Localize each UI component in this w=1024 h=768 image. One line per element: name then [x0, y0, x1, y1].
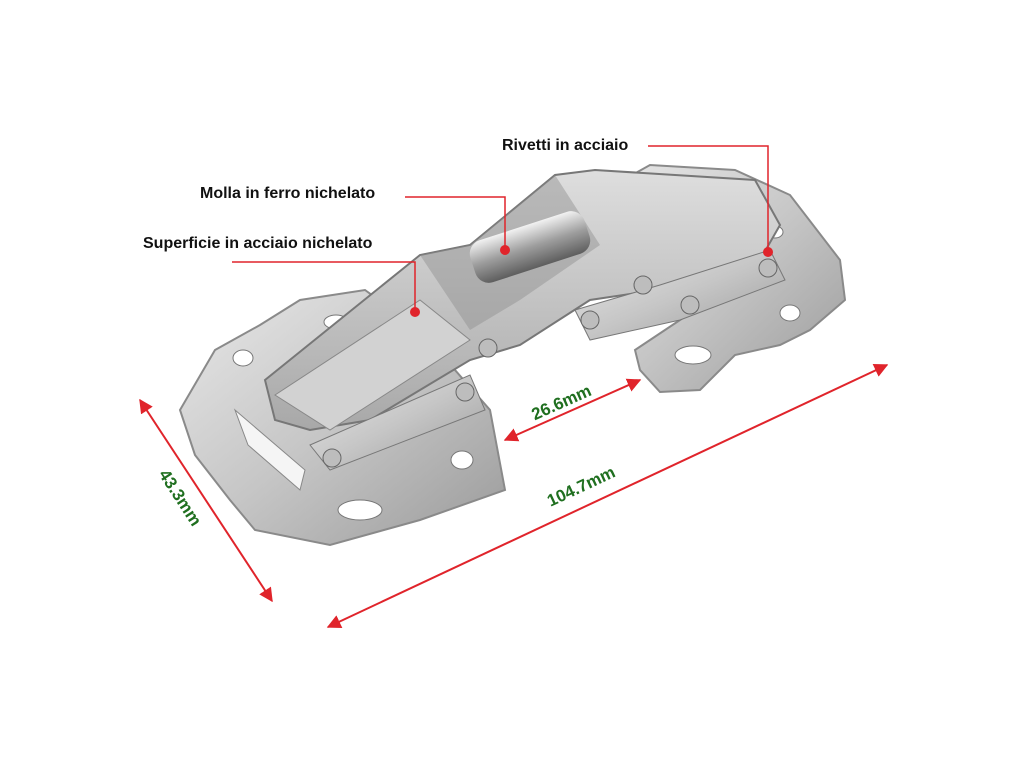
spring: [469, 211, 591, 283]
callout-leaders: [232, 145, 773, 317]
spring-label: Molla in ferro nichelato: [200, 185, 376, 202]
surface-label: Superficie in acciaio nichelato: [143, 235, 373, 252]
rivets-label: Rivetti in acciaio: [502, 137, 629, 154]
dimension-arrows: [139, 364, 889, 628]
